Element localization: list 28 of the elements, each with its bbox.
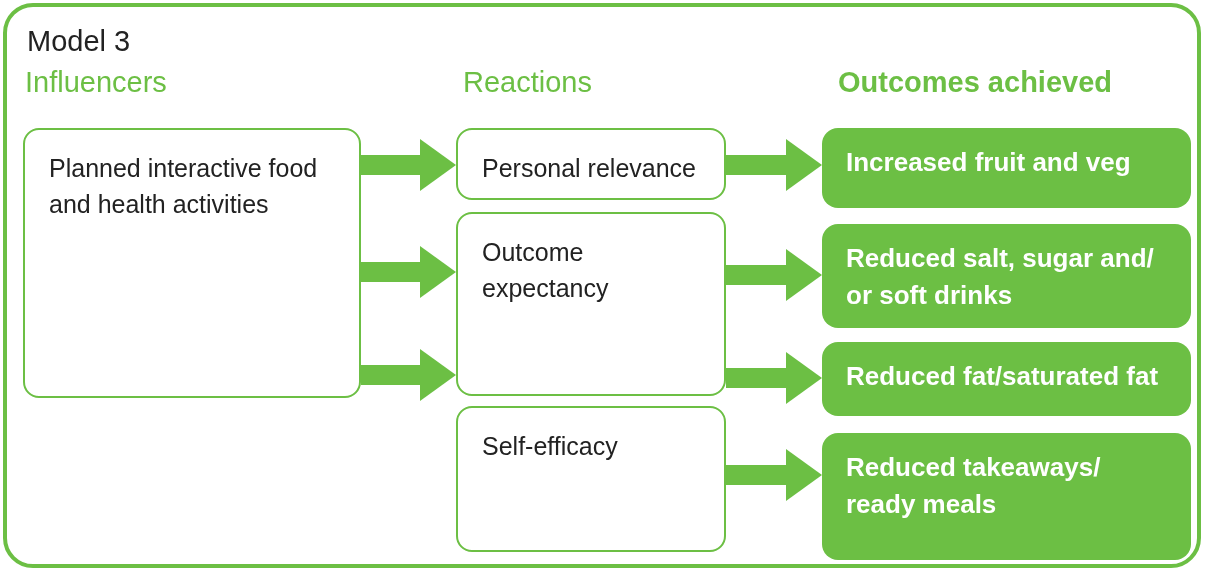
column-heading: Outcomes achieved	[838, 66, 1112, 99]
arrow	[726, 352, 822, 404]
box-text: Increased fruit and veg	[846, 146, 1132, 179]
box-text: Reduced salt, sugar and/ or soft drinks	[846, 242, 1155, 312]
process-box	[456, 406, 726, 552]
outcome-box	[822, 224, 1191, 328]
arrow	[726, 449, 822, 501]
column-heading: Reactions	[463, 66, 592, 99]
box-text: Reduced takeaways/ ready meals	[846, 451, 1102, 521]
box-heading: Model 3	[27, 25, 131, 58]
arrow	[361, 246, 456, 298]
arrow	[726, 139, 822, 191]
process-box	[456, 128, 726, 200]
box-text: Outcome expectancy	[482, 237, 610, 304]
arrow	[361, 139, 456, 191]
process-box	[456, 212, 726, 396]
outcome-box	[822, 342, 1191, 416]
outcome-box	[822, 433, 1191, 560]
box-text: Personal relevance	[482, 153, 697, 184]
process-box	[23, 128, 361, 398]
diagram-frame	[3, 3, 1201, 568]
box-text: Reduced fat/saturated fat	[846, 360, 1160, 393]
column-heading: Influencers	[25, 66, 167, 99]
arrow	[361, 349, 456, 401]
arrow	[726, 249, 822, 301]
outcome-box	[822, 128, 1191, 208]
box-text: Self-efficacy	[482, 431, 619, 462]
box-text: Planned interactive food and health activities	[49, 153, 319, 220]
